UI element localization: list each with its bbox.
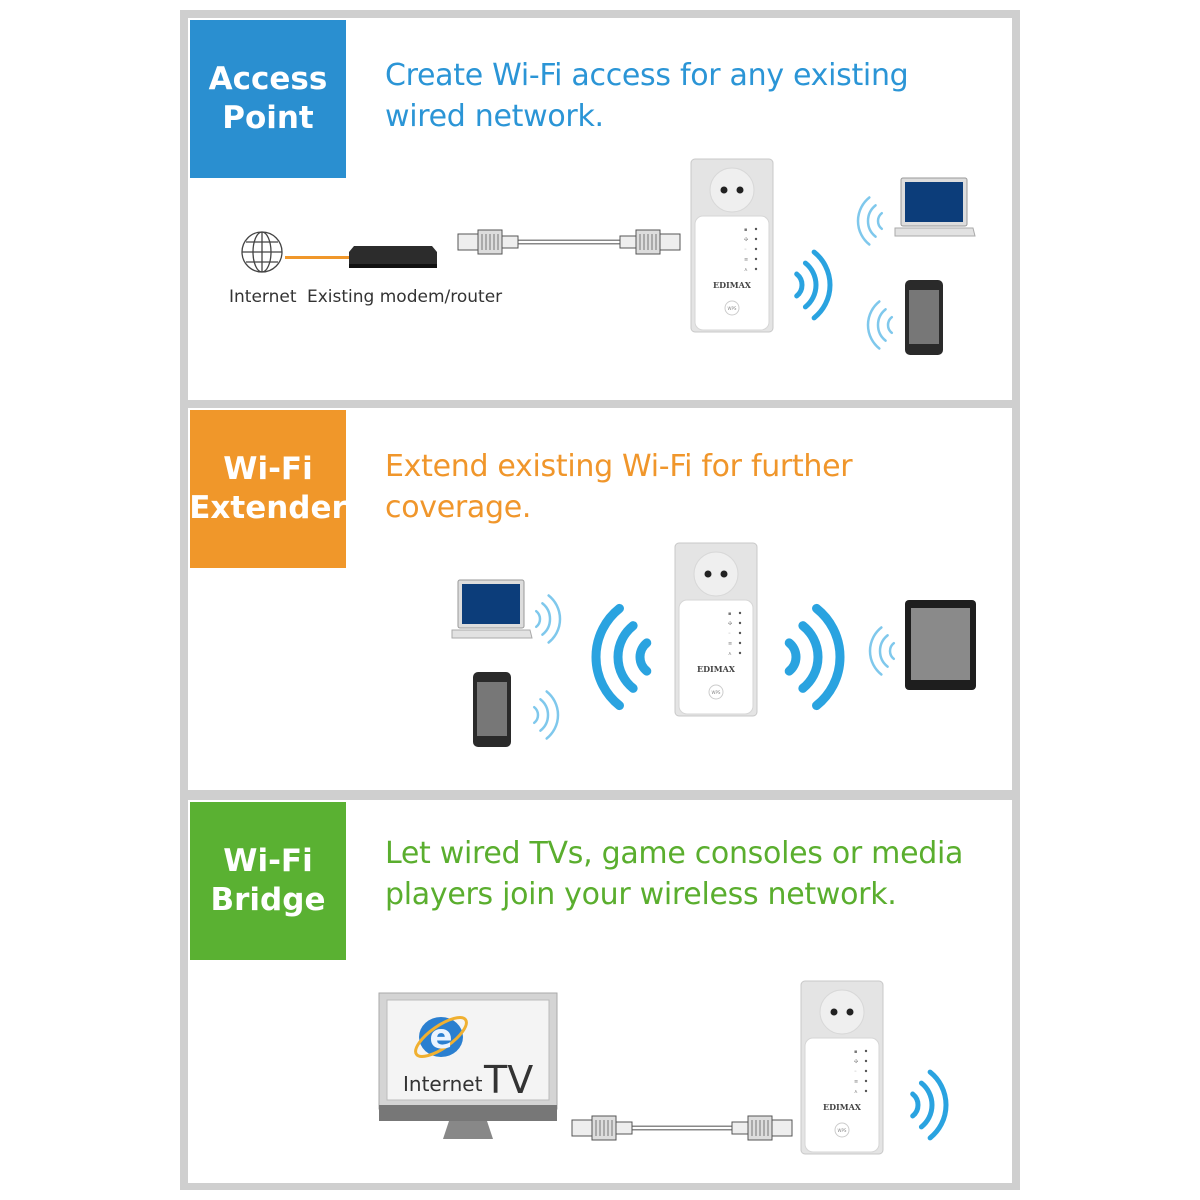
wave-arc (868, 626, 883, 676)
wifi-signal-icon (858, 290, 898, 364)
wave-arc (532, 705, 540, 725)
wave-arc (812, 603, 845, 711)
description-line1: Let wired TVs, game consoles or media (385, 836, 964, 871)
router-label: Existing modem/router (307, 287, 503, 307)
wifi-signal-icon (586, 590, 658, 728)
svg-text:⋏: ⋏ (728, 651, 732, 657)
description-line1: Extend existing Wi-Fi for further (385, 449, 853, 484)
internet-tv-icon: e Internet TV (378, 992, 558, 1139)
smartphone-icon (473, 672, 513, 752)
svg-text:⋏: ⋏ (744, 267, 748, 273)
wave-arc (802, 260, 819, 310)
edimax-logo: EDIMAX (713, 280, 752, 290)
wps-button-label: WPS (838, 1128, 847, 1133)
wave-arc (534, 609, 542, 629)
mode-title-line2: Extender (189, 490, 347, 526)
description-line2: coverage. (385, 490, 532, 525)
mode-title-line2: Bridge (210, 882, 326, 918)
svg-text:✣: ✣ (728, 621, 732, 627)
wave-arc (910, 1091, 921, 1119)
wave-arc (876, 211, 884, 231)
wifi-signal-icon (778, 590, 850, 728)
internet-line (285, 256, 350, 259)
wave-arc (876, 308, 887, 342)
svg-text:▪: ▪ (854, 1049, 857, 1055)
laptop-icon (894, 177, 976, 246)
panel-wifi-extender: Wi-Fi Extender Extend existing Wi-Fi for… (188, 408, 1012, 790)
description-line2: players join your wireless network. (385, 877, 897, 912)
svg-text:⋏: ⋏ (854, 1089, 858, 1095)
wave-arc (784, 638, 801, 676)
internet-tv-suffix: TV (483, 1058, 533, 1102)
mode-tag-wifi-bridge: Wi-Fi Bridge (190, 802, 346, 960)
svg-text:≡: ≡ (728, 641, 732, 647)
wave-arc (545, 690, 560, 740)
svg-text:◦: ◦ (854, 1069, 857, 1075)
ethernet-cable (571, 1114, 793, 1146)
mode-tag-wifi-extender: Wi-Fi Extender (189, 410, 347, 568)
edimax-logo: EDIMAX (823, 1102, 862, 1112)
wifi-signal-icon (904, 1058, 956, 1156)
wifi-signal-icon (860, 616, 900, 690)
wave-arc (866, 300, 881, 350)
wave-arc (886, 315, 894, 335)
wave-arc (878, 634, 889, 668)
wave-arc (856, 196, 871, 246)
mode-description: Let wired TVs, game consoles or media pl… (385, 833, 985, 915)
panel-wifi-bridge: Wi-Fi Bridge Let wired TVs, game console… (188, 800, 1012, 1183)
description-line1: Create Wi-Fi access for any existing (385, 58, 909, 93)
svg-text:▪: ▪ (744, 227, 747, 233)
tablet-icon (905, 600, 977, 696)
mode-title-line1: Wi-Fi (223, 843, 313, 879)
svg-text:▪: ▪ (728, 611, 731, 617)
edimax-extender-device: ▪ ✣ ◦ ≡ ⋏ EDIMAX WPS (800, 980, 884, 1159)
svg-text:≡: ≡ (854, 1079, 858, 1085)
wave-arc (541, 602, 552, 636)
wps-button-label: WPS (712, 690, 721, 695)
svg-text:e: e (429, 1017, 452, 1057)
wave-arc (866, 204, 877, 238)
wifi-signal-icon (528, 680, 568, 754)
wps-button-label: WPS (728, 306, 737, 311)
laptop-icon (451, 579, 533, 648)
wave-arc (613, 621, 638, 693)
svg-text:◦: ◦ (728, 631, 731, 637)
smartphone-icon (905, 280, 945, 360)
mode-description: Extend existing Wi-Fi for further covera… (385, 446, 985, 528)
panel-access-point: Access Point Create Wi-Fi access for any… (188, 18, 1012, 400)
svg-text:≡: ≡ (744, 257, 748, 263)
wave-arc (811, 249, 833, 321)
mode-title-line1: Wi-Fi (223, 451, 313, 487)
internet-label: Internet (229, 287, 297, 307)
edimax-extender-device: ▪ ✣ ◦ ≡ ⋏ EDIMAX WPS (690, 158, 774, 337)
wave-arc (539, 698, 550, 732)
wave-arc (798, 621, 823, 693)
mode-description: Create Wi-Fi access for any existing wir… (385, 55, 985, 137)
ethernet-cable (457, 228, 681, 260)
svg-text:✣: ✣ (744, 237, 748, 243)
wave-arc (635, 638, 652, 676)
globe-icon (241, 231, 283, 273)
wave-arc (794, 271, 805, 299)
wave-arc (591, 603, 624, 711)
mode-title-line2: Point (222, 100, 314, 136)
mode-title-line1: Access (208, 61, 328, 97)
description-line2: wired network. (385, 99, 604, 134)
wave-arc (918, 1080, 935, 1130)
svg-text:✣: ✣ (854, 1059, 858, 1065)
wave-arc (888, 641, 896, 661)
edimax-extender-device: ▪ ✣ ◦ ≡ ⋏ EDIMAX WPS (674, 542, 758, 721)
modem-router-icon (349, 246, 437, 268)
internet-tv-brand: Internet (403, 1072, 483, 1096)
svg-text:◦: ◦ (744, 247, 747, 253)
wifi-signal-icon (530, 584, 570, 658)
edimax-logo: EDIMAX (697, 664, 736, 674)
wave-arc (927, 1069, 949, 1141)
mode-tag-access-point: Access Point (190, 20, 346, 178)
wifi-signal-icon (848, 186, 888, 260)
wifi-signal-icon (788, 238, 840, 336)
wave-arc (547, 594, 562, 644)
